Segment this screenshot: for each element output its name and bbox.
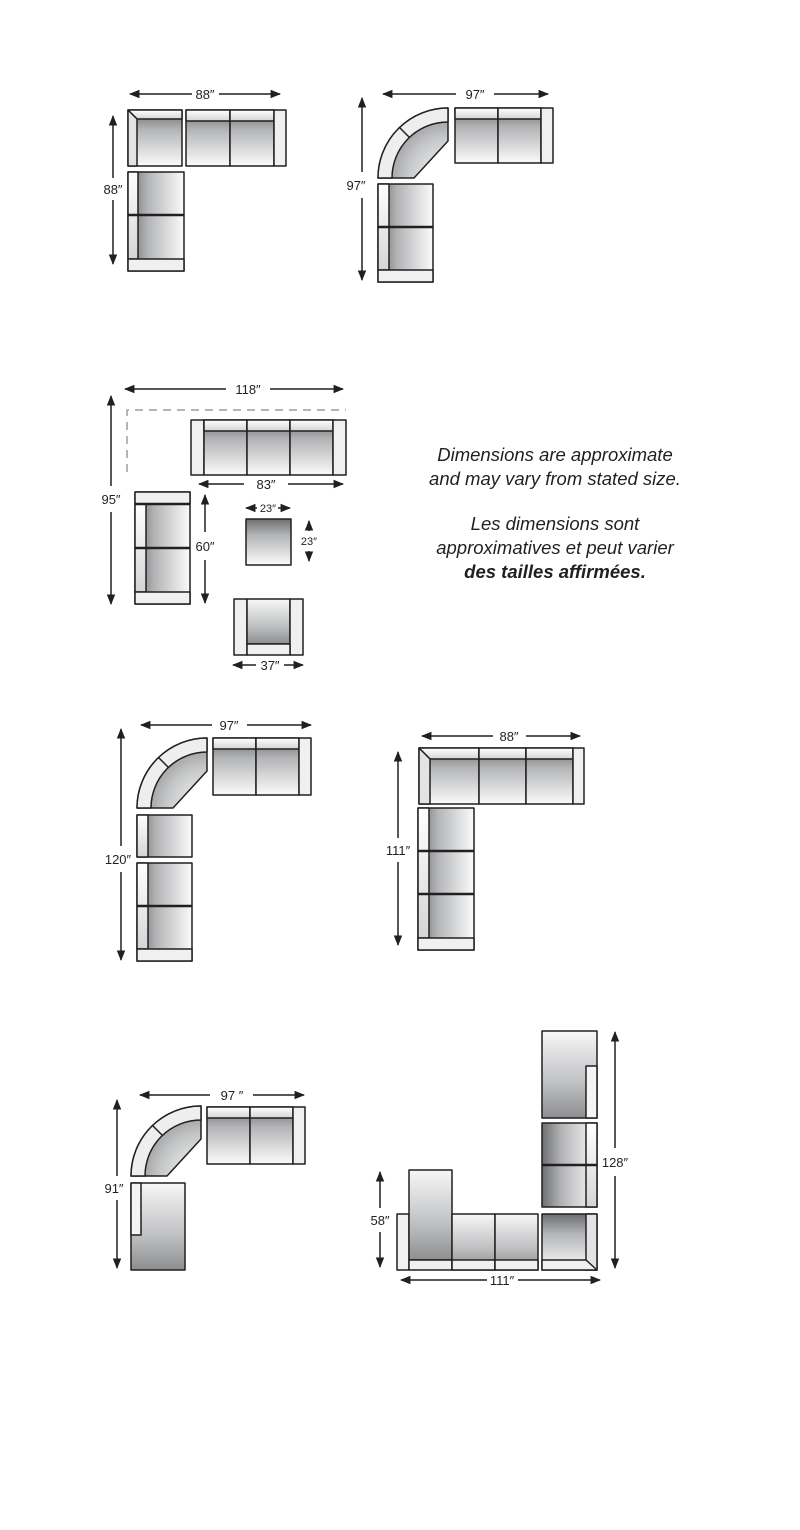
disclaimer-english-line: and may vary from stated size. [429,468,681,489]
dimension-label: 97″ [346,178,365,193]
dimension-label: 88″ [103,182,122,197]
dimension-label: 111″ [490,1273,515,1288]
dimension-label: 111″ [386,843,411,858]
dimension-label: 37″ [260,658,279,673]
dimensions-disclaimer-french: Les dimensions sont approximatives et pe… [400,512,710,584]
dimension-label: 88″ [499,729,518,744]
sectional-diagram-2 [377,107,554,283]
sectional-diagram-1 [127,109,287,272]
dimension-label: 97″ [465,87,484,102]
sectional-diagram-3 [126,409,347,656]
dimension-label: 23″ [260,503,276,515]
sectional-diagram-7 [396,1030,598,1271]
dimension-label: 118″ [235,382,261,397]
dimension-label: 88″ [195,87,214,102]
disclaimer-french-line: Les dimensions sont [470,513,640,534]
dimensions-disclaimer: Dimensions are approximate and may vary … [400,443,710,491]
dimension-label: 83″ [256,477,275,492]
disclaimer-english-line: Dimensions are approximate [437,444,673,465]
dimension-label: 97″ [219,718,238,733]
dimension-labels: 88″ 88″ 97″ 97″ 118″ 95″ 83″ 60″ 23″ 23″… [101,87,628,1288]
dimension-label: 95″ [101,492,120,507]
dimension-label: 128″ [602,1155,629,1170]
dimension-label: 120″ [105,852,132,867]
sectional-diagram-5 [417,747,585,951]
disclaimer-french-line: approximatives et peut varier [436,537,674,558]
disclaimer-french-line: des tailles affirmées. [464,561,646,582]
dimension-label: 91″ [104,1181,123,1196]
sectional-diagram-6 [130,1105,306,1271]
dimension-label: 60″ [195,539,214,554]
dimension-label: 58″ [370,1213,389,1228]
sectional-diagram-4 [136,737,312,962]
dimension-label: 23″ [301,536,317,548]
dimension-label: 97 ″ [221,1088,244,1103]
